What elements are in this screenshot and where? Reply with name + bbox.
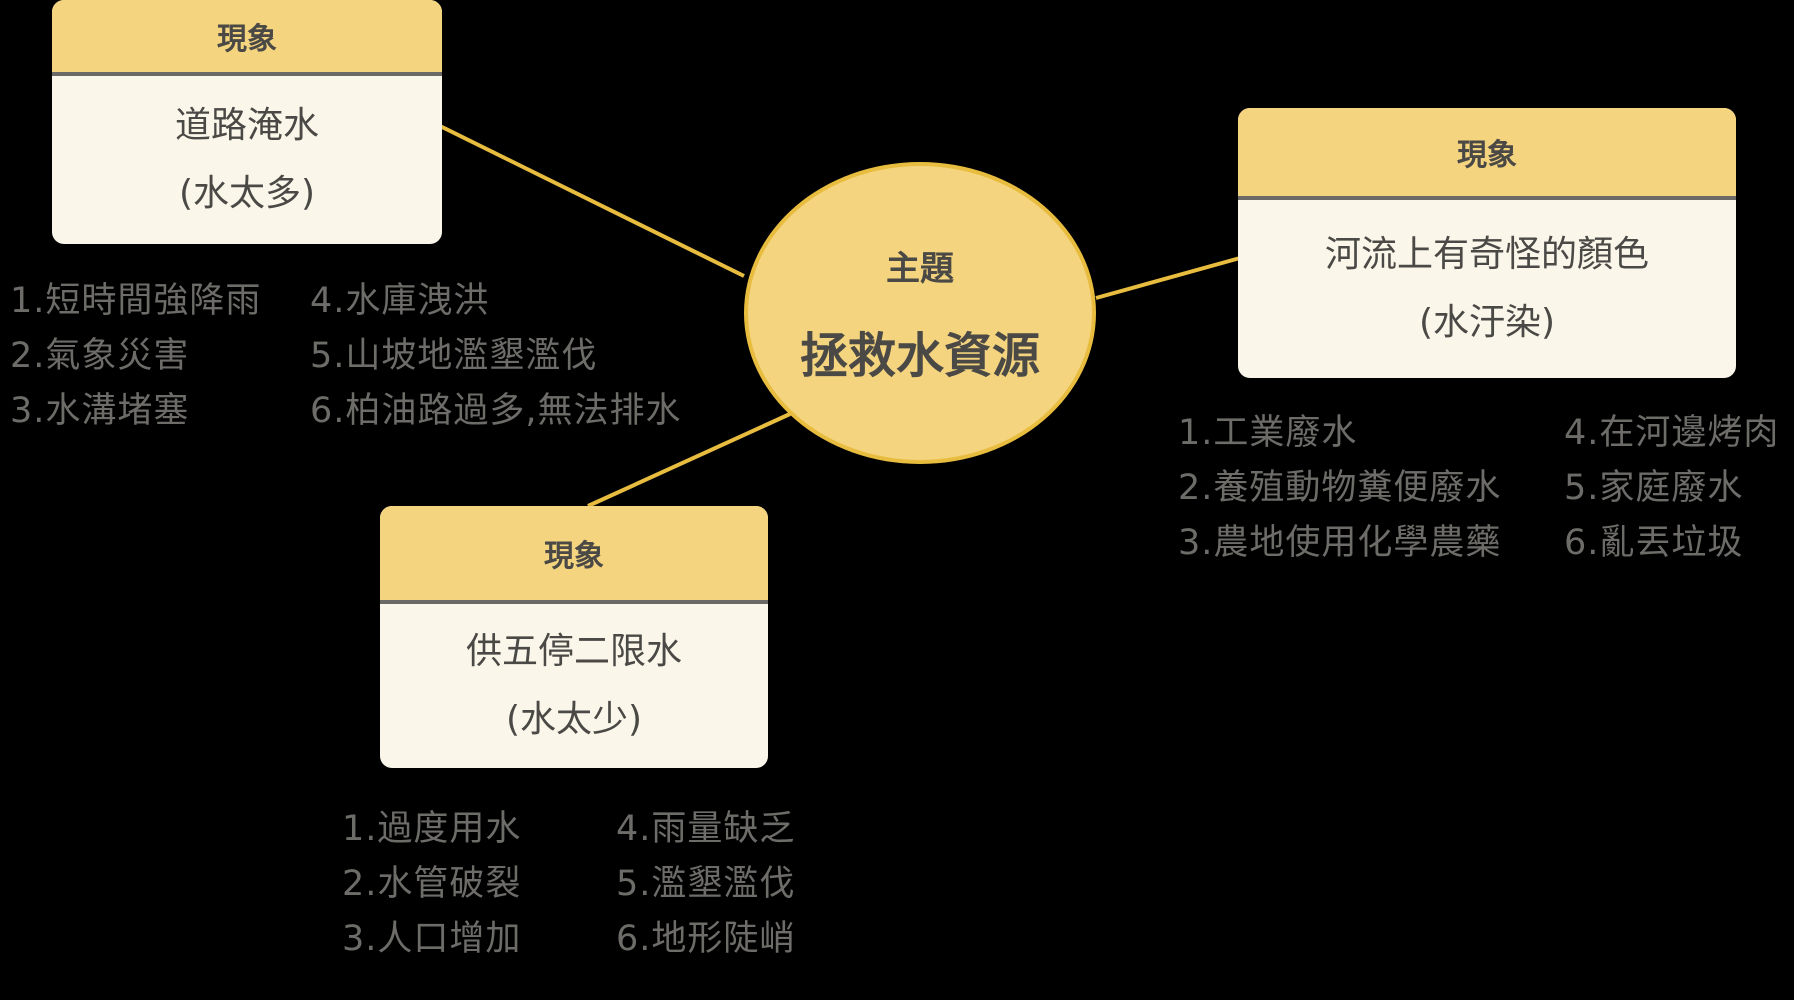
- cause-item: 3.農地使用化學農藥: [1178, 523, 1502, 563]
- card-header: 現象: [380, 506, 768, 604]
- card-title: 河流上有奇怪的顏色: [1324, 234, 1649, 275]
- card-body: 河流上有奇怪的顏色 (水汙染): [1238, 200, 1736, 378]
- cause-list-shortage: 1.過度用水 4.雨量缺乏 2.水管破裂 5.濫墾濫伐 3.人口增加 6.地形陡…: [342, 802, 795, 967]
- topic-label: 主題: [886, 248, 954, 289]
- card-header: 現象: [1238, 108, 1736, 200]
- cause-item: 1.工業廢水: [1178, 413, 1358, 453]
- phenomenon-card-shortage: 現象 供五停二限水 (水太少): [380, 506, 768, 768]
- card-subtitle: (水太少): [505, 699, 643, 740]
- cause-list-flooding: 1.短時間強降雨 4.水庫洩洪 2.氣象災害 5.山坡地濫墾濫伐 3.水溝堵塞 …: [10, 274, 682, 439]
- card-title: 道路淹水: [174, 105, 319, 146]
- card-body: 供五停二限水 (水太少): [380, 604, 768, 768]
- card-title: 供五停二限水: [465, 631, 682, 672]
- phenomenon-card-pollution: 現象 河流上有奇怪的顏色 (水汙染): [1238, 108, 1736, 378]
- connector-right: [1095, 256, 1241, 300]
- card-subtitle: (水太多): [178, 173, 316, 214]
- cause-item: 5.濫墾濫伐: [616, 864, 796, 904]
- cause-item: 4.水庫洩洪: [310, 281, 490, 321]
- cause-item: 6.柏油路過多,無法排水: [310, 391, 682, 431]
- cause-item: 1.過度用水: [342, 809, 522, 849]
- cause-item: 4.在河邊烤肉: [1564, 413, 1780, 453]
- connector-bottom: [587, 412, 791, 508]
- phenomenon-card-flooding: 現象 道路淹水 (水太多): [52, 0, 442, 244]
- cause-item: 5.山坡地濫墾濫伐: [310, 336, 598, 376]
- cause-item: 2.水管破裂: [342, 864, 522, 904]
- topic-title: 拯救水資源: [799, 327, 1040, 384]
- connector-left: [439, 124, 745, 278]
- cause-item: 3.人口增加: [342, 919, 522, 959]
- cause-item: 1.短時間強降雨: [10, 281, 262, 321]
- cause-list-pollution: 1.工業廢水 4.在河邊烤肉 2.養殖動物糞便廢水 5.家庭廢水 3.農地使用化…: [1178, 406, 1779, 571]
- topic-node: 主題 拯救水資源: [744, 162, 1096, 464]
- cause-item: 5.家庭廢水: [1564, 468, 1744, 508]
- cause-item: 6.地形陡峭: [616, 919, 796, 959]
- cause-item: 2.養殖動物糞便廢水: [1178, 468, 1502, 508]
- cause-item: 4.雨量缺乏: [616, 809, 796, 849]
- card-body: 道路淹水 (水太多): [52, 76, 442, 244]
- card-header: 現象: [52, 0, 442, 76]
- cause-item: 3.水溝堵塞: [10, 391, 190, 431]
- cause-item: 6.亂丟垃圾: [1564, 523, 1744, 563]
- card-subtitle: (水汙染): [1418, 302, 1556, 343]
- cause-item: 2.氣象災害: [10, 336, 190, 376]
